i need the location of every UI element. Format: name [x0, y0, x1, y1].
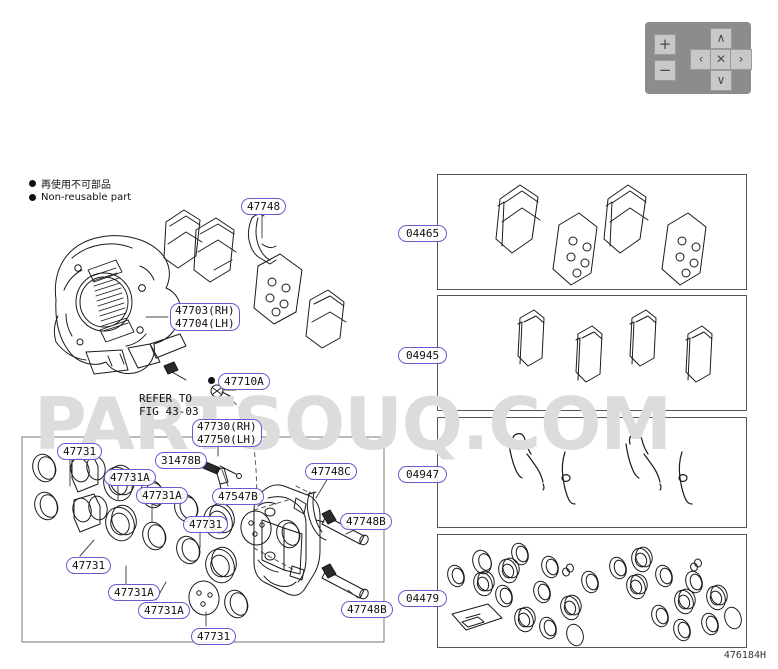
legend-row-jp: 再使用不可部品 — [29, 176, 131, 191]
callout-47710a[interactable]: 47710A — [218, 373, 270, 390]
callout-04465[interactable]: 04465 — [398, 225, 448, 242]
callout-47748[interactable]: 47748 — [241, 198, 287, 215]
refer-to-fig-annotation: FIG 43-03 — [139, 405, 199, 418]
fastener-47710a-art — [210, 384, 231, 398]
legend-label-jp: 再使用不可部品 — [41, 179, 111, 191]
pad-stack-art — [163, 209, 237, 283]
panel-04945-art — [517, 309, 713, 383]
panel-04465 — [437, 174, 747, 290]
callout-47731a-c[interactable]: 47731A — [108, 584, 160, 601]
pan-left-icon[interactable]: ‹ — [690, 49, 712, 70]
legend-bullet-icon — [29, 193, 36, 201]
legend-row-en: Non-reusable part — [29, 190, 131, 204]
callout-47547b[interactable]: 47547B — [212, 488, 264, 505]
pan-reset-icon[interactable]: ✕ — [710, 49, 732, 70]
callout-47730-47750[interactable]: 47730(RH) 47750(LH) — [192, 419, 262, 447]
callout-47703-47704[interactable]: 47703(RH) 47704(LH) — [170, 303, 240, 331]
panel-04479 — [437, 534, 747, 648]
callout-04947[interactable]: 04947 — [398, 466, 448, 483]
panel-04947-art — [508, 433, 693, 505]
non-reusable-dot-47710a — [208, 377, 215, 384]
callout-04945[interactable]: 04945 — [398, 347, 448, 364]
panel-04465-art — [495, 184, 707, 286]
callout-31478b[interactable]: 31478B — [155, 452, 207, 469]
callout-line-rh: 47703(RH) — [175, 304, 235, 317]
callout-47748b-b[interactable]: 47748B — [341, 601, 393, 618]
zoom-in-button[interactable]: + — [654, 34, 676, 55]
legend-label-en: Non-reusable part — [41, 191, 132, 203]
callout-47731a-d[interactable]: 47731A — [138, 602, 190, 619]
backing-plate-art — [53, 235, 187, 381]
pan-controls: ∧ ‹ ✕ › ∨ — [690, 28, 752, 91]
zoom-controls: + − — [654, 34, 676, 81]
panel-04947 — [437, 417, 747, 528]
callout-47748b-a[interactable]: 47748B — [340, 513, 392, 530]
zoom-out-button[interactable]: − — [654, 60, 676, 81]
pan-down-icon[interactable]: ∨ — [710, 70, 732, 91]
callout-47731-b[interactable]: 47731 — [183, 516, 229, 533]
callout-47748c[interactable]: 47748C — [305, 463, 357, 480]
callout-line-lh: 47704(LH) — [175, 317, 235, 330]
pan-up-icon[interactable]: ∧ — [710, 28, 732, 49]
panel-04945 — [437, 295, 747, 411]
callout-line-rh: 47730(RH) — [197, 420, 257, 433]
callout-47731-c[interactable]: 47731 — [66, 557, 112, 574]
legend-bullet-icon — [29, 179, 36, 187]
clip-47748-art — [247, 213, 277, 265]
callout-47731a-b[interactable]: 47731A — [136, 487, 188, 504]
callout-47731-a[interactable]: 47731 — [57, 443, 103, 460]
caliper-body-art — [253, 484, 321, 596]
drilled-pad-art — [253, 253, 347, 349]
callout-line-lh: 47750(LH) — [197, 433, 257, 446]
pan-right-icon[interactable]: › — [730, 49, 752, 70]
refer-to-annotation: REFER TO — [139, 392, 192, 405]
callout-04479[interactable]: 04479 — [398, 590, 448, 607]
diagram-code: 476184H — [723, 650, 766, 661]
slide-pin-art — [321, 509, 369, 600]
panel-04479-art — [447, 542, 742, 647]
legend: 再使用不可部品 Non-reusable part — [29, 176, 131, 204]
map-nav-pad: + − ∧ ‹ ✕ › ∨ — [645, 22, 752, 94]
callout-47731-d[interactable]: 47731 — [191, 628, 237, 645]
callout-47731a-a[interactable]: 47731A — [104, 469, 156, 486]
